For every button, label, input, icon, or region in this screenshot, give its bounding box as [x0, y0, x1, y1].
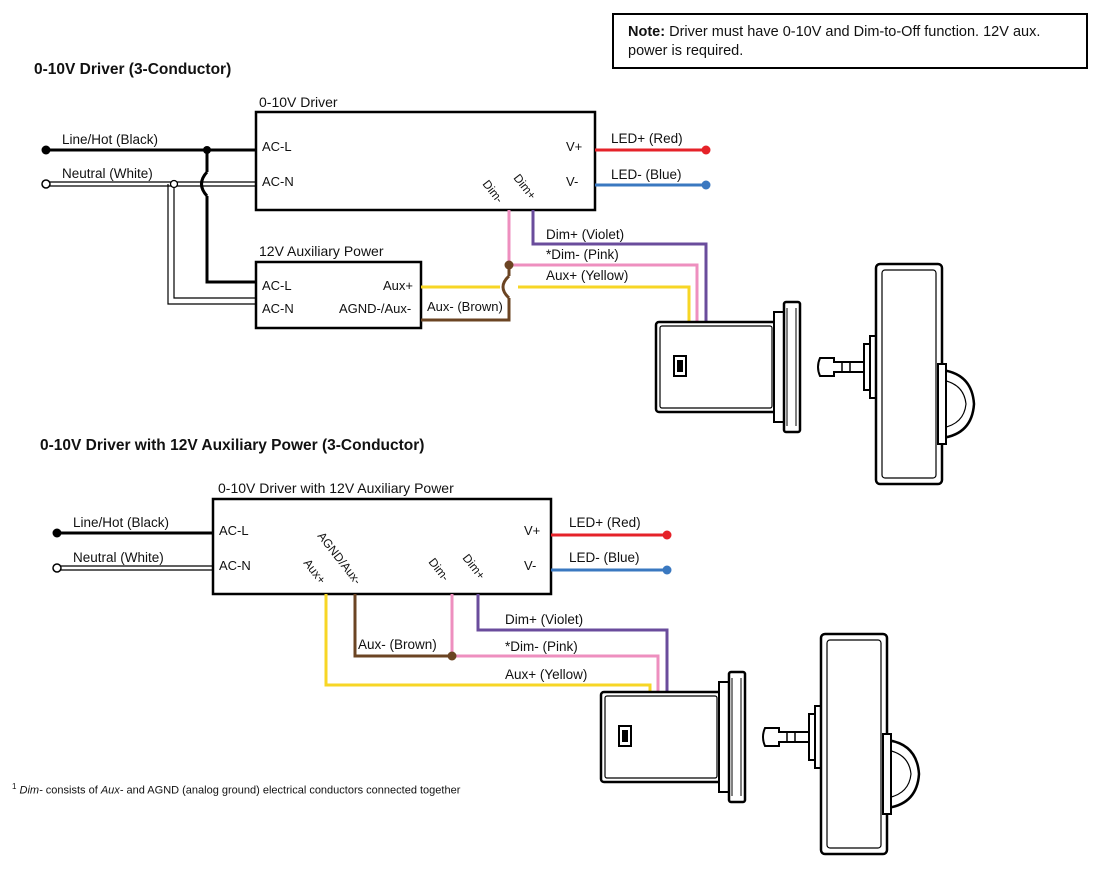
d1-aux-plus-wire: [421, 285, 691, 324]
d2-dim-plus-wire: [476, 594, 669, 692]
d2-neutral-wire: [61, 565, 213, 571]
d2-dim-minus-label: *Dim- (Pink): [505, 639, 578, 654]
diagram2-title: 0-10V Driver with 12V Auxiliary Power (3…: [40, 437, 425, 454]
note-text: Driver must have 0-10V and Dim-to-Off fu…: [628, 24, 1041, 59]
d2-driver-box: [211, 497, 553, 596]
d1-term-vminus: V-: [566, 174, 578, 189]
d2-aux-minus-wire: [353, 594, 452, 658]
diagram1-title: 0-10V Driver (3-Conductor): [34, 61, 232, 78]
d1-term-acn: AC-N: [262, 174, 294, 189]
footnote: 1 Dim- consists of Aux- and AGND (analog…: [12, 782, 460, 797]
d2-sensor-unit: [599, 632, 921, 856]
d1-led-plus-label: LED+ (Red): [611, 131, 683, 146]
d2-aux-minus-label: Aux- (Brown): [358, 637, 437, 652]
d1-aux-plus-label: Aux+ (Yellow): [546, 268, 628, 283]
d1-aux-term-auxplus: Aux+: [383, 278, 413, 293]
d1-line-label: Line/Hot (Black): [62, 132, 158, 147]
d2-term-acn: AC-N: [219, 558, 251, 573]
footnote-text1: consists of: [42, 784, 101, 797]
d1-term-acl: AC-L: [262, 139, 292, 154]
d2-led-plus-label: LED+ (Red): [569, 515, 641, 530]
footnote-text2: and AGND (analog ground) electrical cond…: [123, 784, 461, 797]
d1-sensor-unit: [654, 262, 976, 486]
d2-line-label: Line/Hot (Black): [73, 515, 169, 530]
d1-dim-plus-label: Dim+ (Violet): [546, 227, 624, 242]
d2-neutral-terminal: [52, 563, 62, 573]
d1-aux-box: [254, 260, 423, 330]
d2-aux-plus-label: Aux+ (Yellow): [505, 667, 587, 682]
d1-aux-term-agnd: AGND-/Aux-: [339, 301, 411, 316]
d1-dim-minus-label: *Dim- (Pink): [546, 247, 619, 262]
d2-term-vplus: V+: [524, 523, 540, 538]
d1-aux-term-acn: AC-N: [262, 301, 294, 316]
d2-aux-plus-wire: [324, 594, 652, 692]
d2-dim-plus-label: Dim+ (Violet): [505, 612, 583, 627]
d1-driver-box: [254, 110, 597, 212]
d1-aux-term-acl: AC-L: [262, 278, 292, 293]
note-box: Note: Driver must have 0-10V and Dim-to-…: [612, 13, 1088, 69]
diagram1: 0-10V Driver AC-L AC-N V+ V- Dim- Dim+ 1…: [41, 94, 976, 486]
note-label: Note:: [628, 24, 666, 40]
d1-neutral-label: Neutral (White): [62, 166, 153, 181]
d1-aux-label: 12V Auxiliary Power: [259, 243, 384, 259]
d2-driver-label: 0-10V Driver with 12V Auxiliary Power: [218, 480, 454, 496]
d1-neutral-wire: [50, 181, 256, 305]
d1-aux-minus-label: Aux- (Brown): [427, 299, 503, 314]
d2-neutral-label: Neutral (White): [73, 550, 164, 565]
diagram2: 0-10V Driver with 12V Auxiliary Power AC…: [52, 480, 921, 856]
d2-term-vminus: V-: [524, 558, 536, 573]
d1-driver-label: 0-10V Driver: [259, 94, 338, 110]
footnote-marker: 1: [12, 782, 17, 791]
d1-dim-plus-wire: [531, 210, 708, 324]
d1-led-minus-label: LED- (Blue): [611, 167, 682, 182]
d1-term-vplus: V+: [566, 139, 582, 154]
footnote-term: Dim-: [19, 784, 43, 797]
d2-dim-minus-wire: [450, 594, 660, 692]
footnote-term2: Aux-: [100, 784, 124, 797]
d1-dim-minus-wire: [507, 210, 699, 324]
d2-led-minus-label: LED- (Blue): [569, 550, 640, 565]
d1-neutral-terminal: [41, 179, 51, 189]
d2-term-acl: AC-L: [219, 523, 249, 538]
